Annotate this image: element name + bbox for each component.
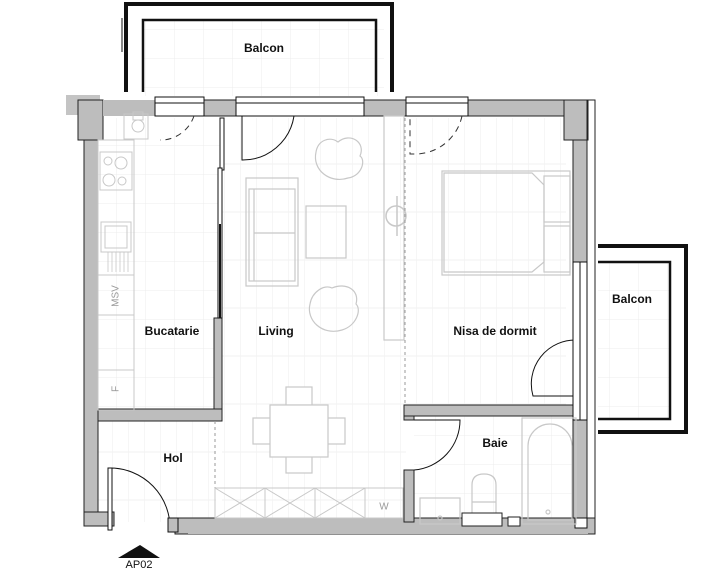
room-label-balcon-top: Balcon	[243, 41, 285, 55]
hol-floor	[98, 420, 216, 522]
room-label-bucatarie: Bucatarie	[144, 324, 200, 338]
wardrobe-label: W	[379, 501, 389, 513]
room-label-living: Living	[258, 324, 294, 338]
room-label-baie: Baie	[482, 436, 508, 450]
bathtub	[527, 423, 573, 521]
window-nisa	[405, 96, 469, 117]
door-nisa-balcony[interactable]	[409, 115, 463, 155]
bed	[441, 170, 571, 276]
wardrobe	[214, 487, 404, 519]
stove	[99, 151, 133, 191]
toilet	[471, 473, 497, 515]
bath-shelves	[461, 512, 521, 527]
door-living-balcony[interactable]	[241, 115, 295, 161]
balcon-right-railing	[598, 244, 688, 434]
floors	[98, 20, 671, 526]
bath-floor	[414, 416, 574, 526]
door-bath[interactable]	[413, 419, 461, 471]
balcon-top-floor	[144, 20, 384, 96]
window-living	[235, 96, 365, 117]
tv-unit	[383, 115, 405, 341]
door-kitchen-balcony[interactable]	[160, 115, 195, 141]
balcon-right-floor	[598, 262, 671, 420]
msv-label: MSV	[110, 285, 122, 307]
living-furniture	[245, 115, 407, 341]
armchair-bottom	[308, 285, 359, 332]
room-label-balcon-right: Balcon	[611, 292, 653, 306]
washbasin	[419, 497, 461, 525]
zone-dividers	[214, 118, 406, 488]
fridge-label: F	[110, 385, 122, 393]
unit-id-label: AP02	[125, 559, 153, 571]
room-label-hol: Hol	[163, 451, 183, 465]
window-bath-right	[574, 517, 588, 529]
balcony-door-right-frame	[572, 261, 588, 421]
sliding-door-kitchen[interactable]	[217, 117, 225, 319]
dining-set	[252, 386, 346, 474]
entrance-arrow-icon	[118, 545, 160, 558]
coffee-table	[305, 205, 347, 259]
armchair-top	[314, 137, 364, 180]
nisa-floor	[406, 118, 566, 408]
kitchen-counter	[97, 111, 149, 411]
balcon-top-railing	[121, 2, 394, 92]
sofa	[245, 177, 299, 287]
room-label-nisa-de-dormit: Nisa de dormit	[453, 324, 537, 338]
toilet-top	[123, 113, 149, 140]
windows	[154, 96, 588, 529]
window-kitchen	[154, 96, 205, 117]
tv	[385, 196, 407, 236]
kitchen-floor	[98, 118, 222, 410]
dining-table	[269, 404, 329, 458]
bath-fixtures	[419, 417, 577, 525]
